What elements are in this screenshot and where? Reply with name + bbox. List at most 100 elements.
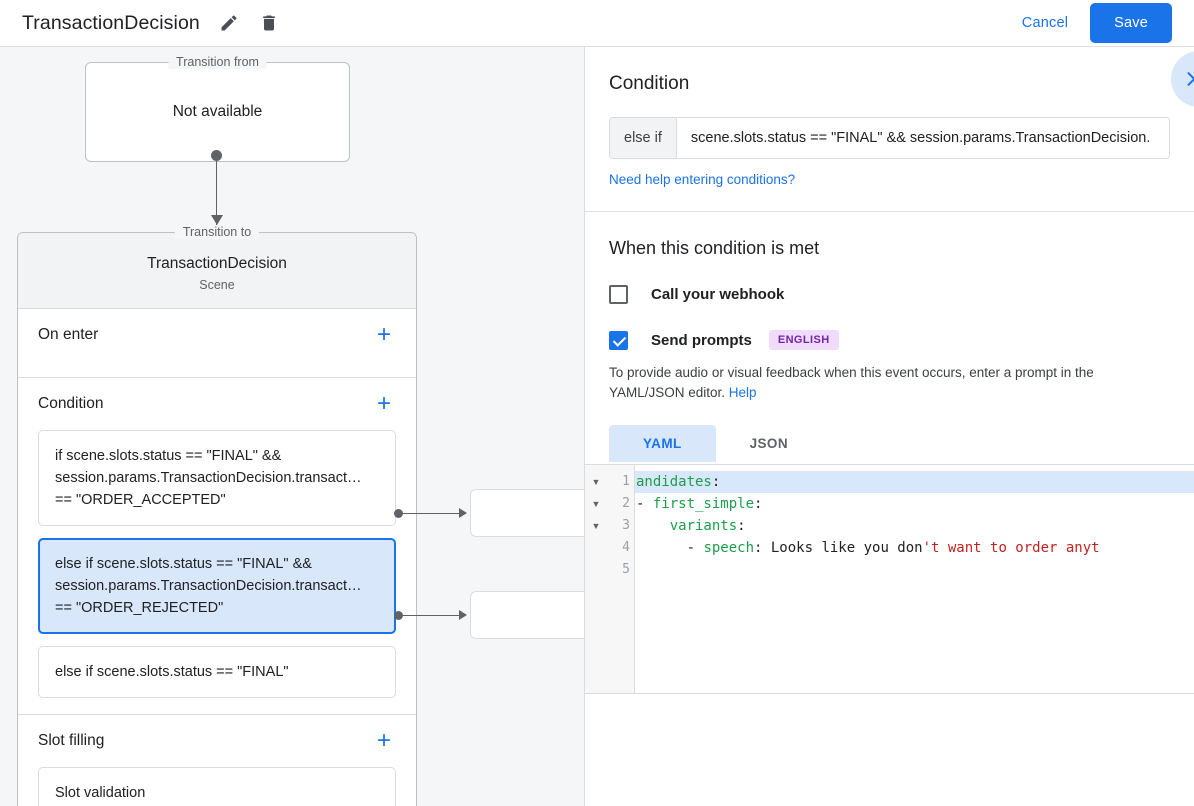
editor-format-tabs: YAML JSON [609, 425, 1170, 462]
save-button[interactable]: Save [1090, 3, 1172, 43]
add-on-enter-button[interactable]: + [376, 321, 391, 348]
section-title-slot-filling: Slot filling [38, 732, 105, 749]
code-token: variants [669, 518, 738, 534]
transition-from-value: Not available [172, 103, 263, 120]
code-token [636, 518, 670, 534]
condition-help-link[interactable]: Need help entering conditions? [609, 172, 796, 187]
edge-dot [394, 509, 403, 518]
language-badge: ENGLISH [768, 330, 839, 350]
fold-toggle-icon[interactable]: ▼ [591, 521, 601, 531]
send-prompts-checkbox[interactable] [609, 330, 628, 350]
slot-validation-label: Slot validation [55, 785, 146, 801]
condition-card-line: else if scene.slots.status == "FINAL" && [55, 556, 312, 572]
section-slot-filling: Slot filling + Slot validation [18, 715, 416, 806]
section-condition: Condition + if scene.slots.status == "FI… [18, 378, 416, 715]
code-token: : [754, 496, 763, 512]
code-token: : [754, 540, 771, 556]
connector-arrow-icon [210, 215, 223, 225]
section-title-condition: Condition [38, 395, 104, 412]
code-line: - first_simple: [635, 493, 1194, 515]
editor-fold-gutter: ▼ ▼ ▼ [585, 465, 607, 693]
code-token: andidates [636, 474, 712, 490]
panel-heading: Condition [609, 73, 690, 94]
target-node-stub[interactable] [470, 489, 584, 537]
tab-yaml[interactable]: YAML [609, 425, 716, 462]
code-line: variants: [635, 515, 1194, 537]
add-slot-filling-button[interactable]: + [376, 727, 391, 754]
code-token: : [711, 474, 721, 490]
condition-details-pane: Condition else if Need help entering con… [585, 47, 1194, 806]
fold-spacer [585, 559, 607, 581]
slot-validation-card[interactable]: Slot validation [38, 767, 396, 806]
fold-toggle-icon[interactable]: ▼ [591, 477, 601, 487]
line-number: 1 [622, 474, 630, 489]
condition-card-line: == "ORDER_ACCEPTED" [55, 492, 226, 508]
condition-top-block: Condition else if Need help entering con… [585, 47, 1194, 212]
webhook-row: Call your webhook [609, 285, 1170, 304]
connector-line [216, 155, 217, 225]
code-token: - [636, 540, 704, 556]
condition-card-line: if scene.slots.status == "FINAL" && [55, 448, 282, 464]
condition-card-selected[interactable]: else if scene.slots.status == "FINAL" &&… [38, 538, 396, 634]
chevron-right-icon[interactable] [1171, 51, 1194, 107]
prompts-hint: To provide audio or visual feedback when… [609, 363, 1169, 403]
section-title-on-enter: On enter [38, 326, 99, 343]
scene-graph-pane: Transition from Not available Transition… [0, 47, 585, 806]
transition-to-legend: Transition to [174, 225, 260, 239]
add-condition-button[interactable]: + [376, 390, 391, 417]
condition-card-line: == "ORDER_REJECTED" [55, 600, 224, 616]
condition-input[interactable] [676, 118, 1169, 158]
condition-card[interactable]: if scene.slots.status == "FINAL" && sess… [38, 430, 396, 526]
edge-arrow-icon [459, 508, 467, 518]
code-token: Looks like you don [770, 540, 923, 556]
prompts-help-link[interactable]: Help [728, 385, 757, 400]
code-line [635, 559, 1194, 581]
pencil-icon[interactable] [216, 10, 242, 36]
section-header: Condition + [38, 378, 396, 430]
section-header: Slot filling + [38, 715, 396, 767]
line-number: 4 [622, 540, 630, 555]
condition-card-line: session.params.TransactionDecision.trans… [55, 470, 362, 486]
send-prompts-label: Send prompts [651, 331, 752, 349]
transition-from-legend: Transition from [168, 55, 267, 69]
section-heading-when-met: When this condition is met [609, 238, 820, 258]
prompts-hint-text: To provide audio or visual feedback when… [609, 365, 1094, 400]
page-title: TransactionDecision [22, 11, 200, 34]
line-number: 2 [622, 496, 630, 511]
call-webhook-checkbox[interactable] [609, 285, 628, 304]
call-webhook-label: Call your webhook [651, 286, 785, 303]
send-prompts-row: Send prompts ENGLISH [609, 330, 1170, 350]
edge-arrow-icon [459, 610, 467, 620]
edge-line [399, 513, 461, 514]
line-number: 5 [622, 562, 630, 577]
code-token: first_simple [652, 496, 755, 512]
edge-line [399, 615, 461, 616]
condition-input-row: else if [609, 117, 1170, 159]
editor-code-area[interactable]: andidates:- first_simple: variants: - sp… [635, 465, 1194, 693]
target-node-stub[interactable] [470, 591, 584, 639]
cancel-button[interactable]: Cancel [1012, 7, 1078, 39]
scene-header[interactable]: Transition to TransactionDecision Scene [18, 225, 416, 309]
condition-card[interactable]: else if scene.slots.status == "FINAL" [38, 646, 396, 698]
code-token: 't want to order anyt [922, 540, 1100, 556]
trash-icon[interactable] [256, 10, 282, 36]
scene-title: TransactionDecision [147, 255, 287, 272]
editor-line-numbers: 1 2 3 4 5 [607, 465, 635, 693]
transition-from-node[interactable]: Transition from Not available [85, 55, 350, 162]
fold-toggle-icon[interactable]: ▼ [591, 499, 601, 509]
scene-subtitle: Scene [199, 278, 235, 292]
condition-card-line: else if scene.slots.status == "FINAL" [55, 664, 289, 680]
code-token: : [737, 518, 746, 534]
yaml-editor[interactable]: ▼ ▼ ▼ 1 2 3 4 5 andidates:- first_simple… [585, 464, 1194, 694]
tab-json[interactable]: JSON [749, 436, 788, 451]
section-header: On enter + [38, 309, 396, 361]
fold-spacer [585, 537, 607, 559]
edge-dot [394, 611, 403, 620]
condition-card-line: session.params.TransactionDecision.trans… [55, 578, 362, 594]
code-line: andidates: [635, 471, 1194, 493]
transition-to-node: Transition to TransactionDecision Scene … [17, 225, 417, 806]
body-wrapper: Transition from Not available Transition… [0, 47, 1194, 806]
condition-actions-block: When this condition is met Call your web… [585, 212, 1194, 462]
section-on-enter: On enter + [18, 309, 416, 378]
code-line: - speech: Looks like you don't want to o… [635, 537, 1194, 559]
